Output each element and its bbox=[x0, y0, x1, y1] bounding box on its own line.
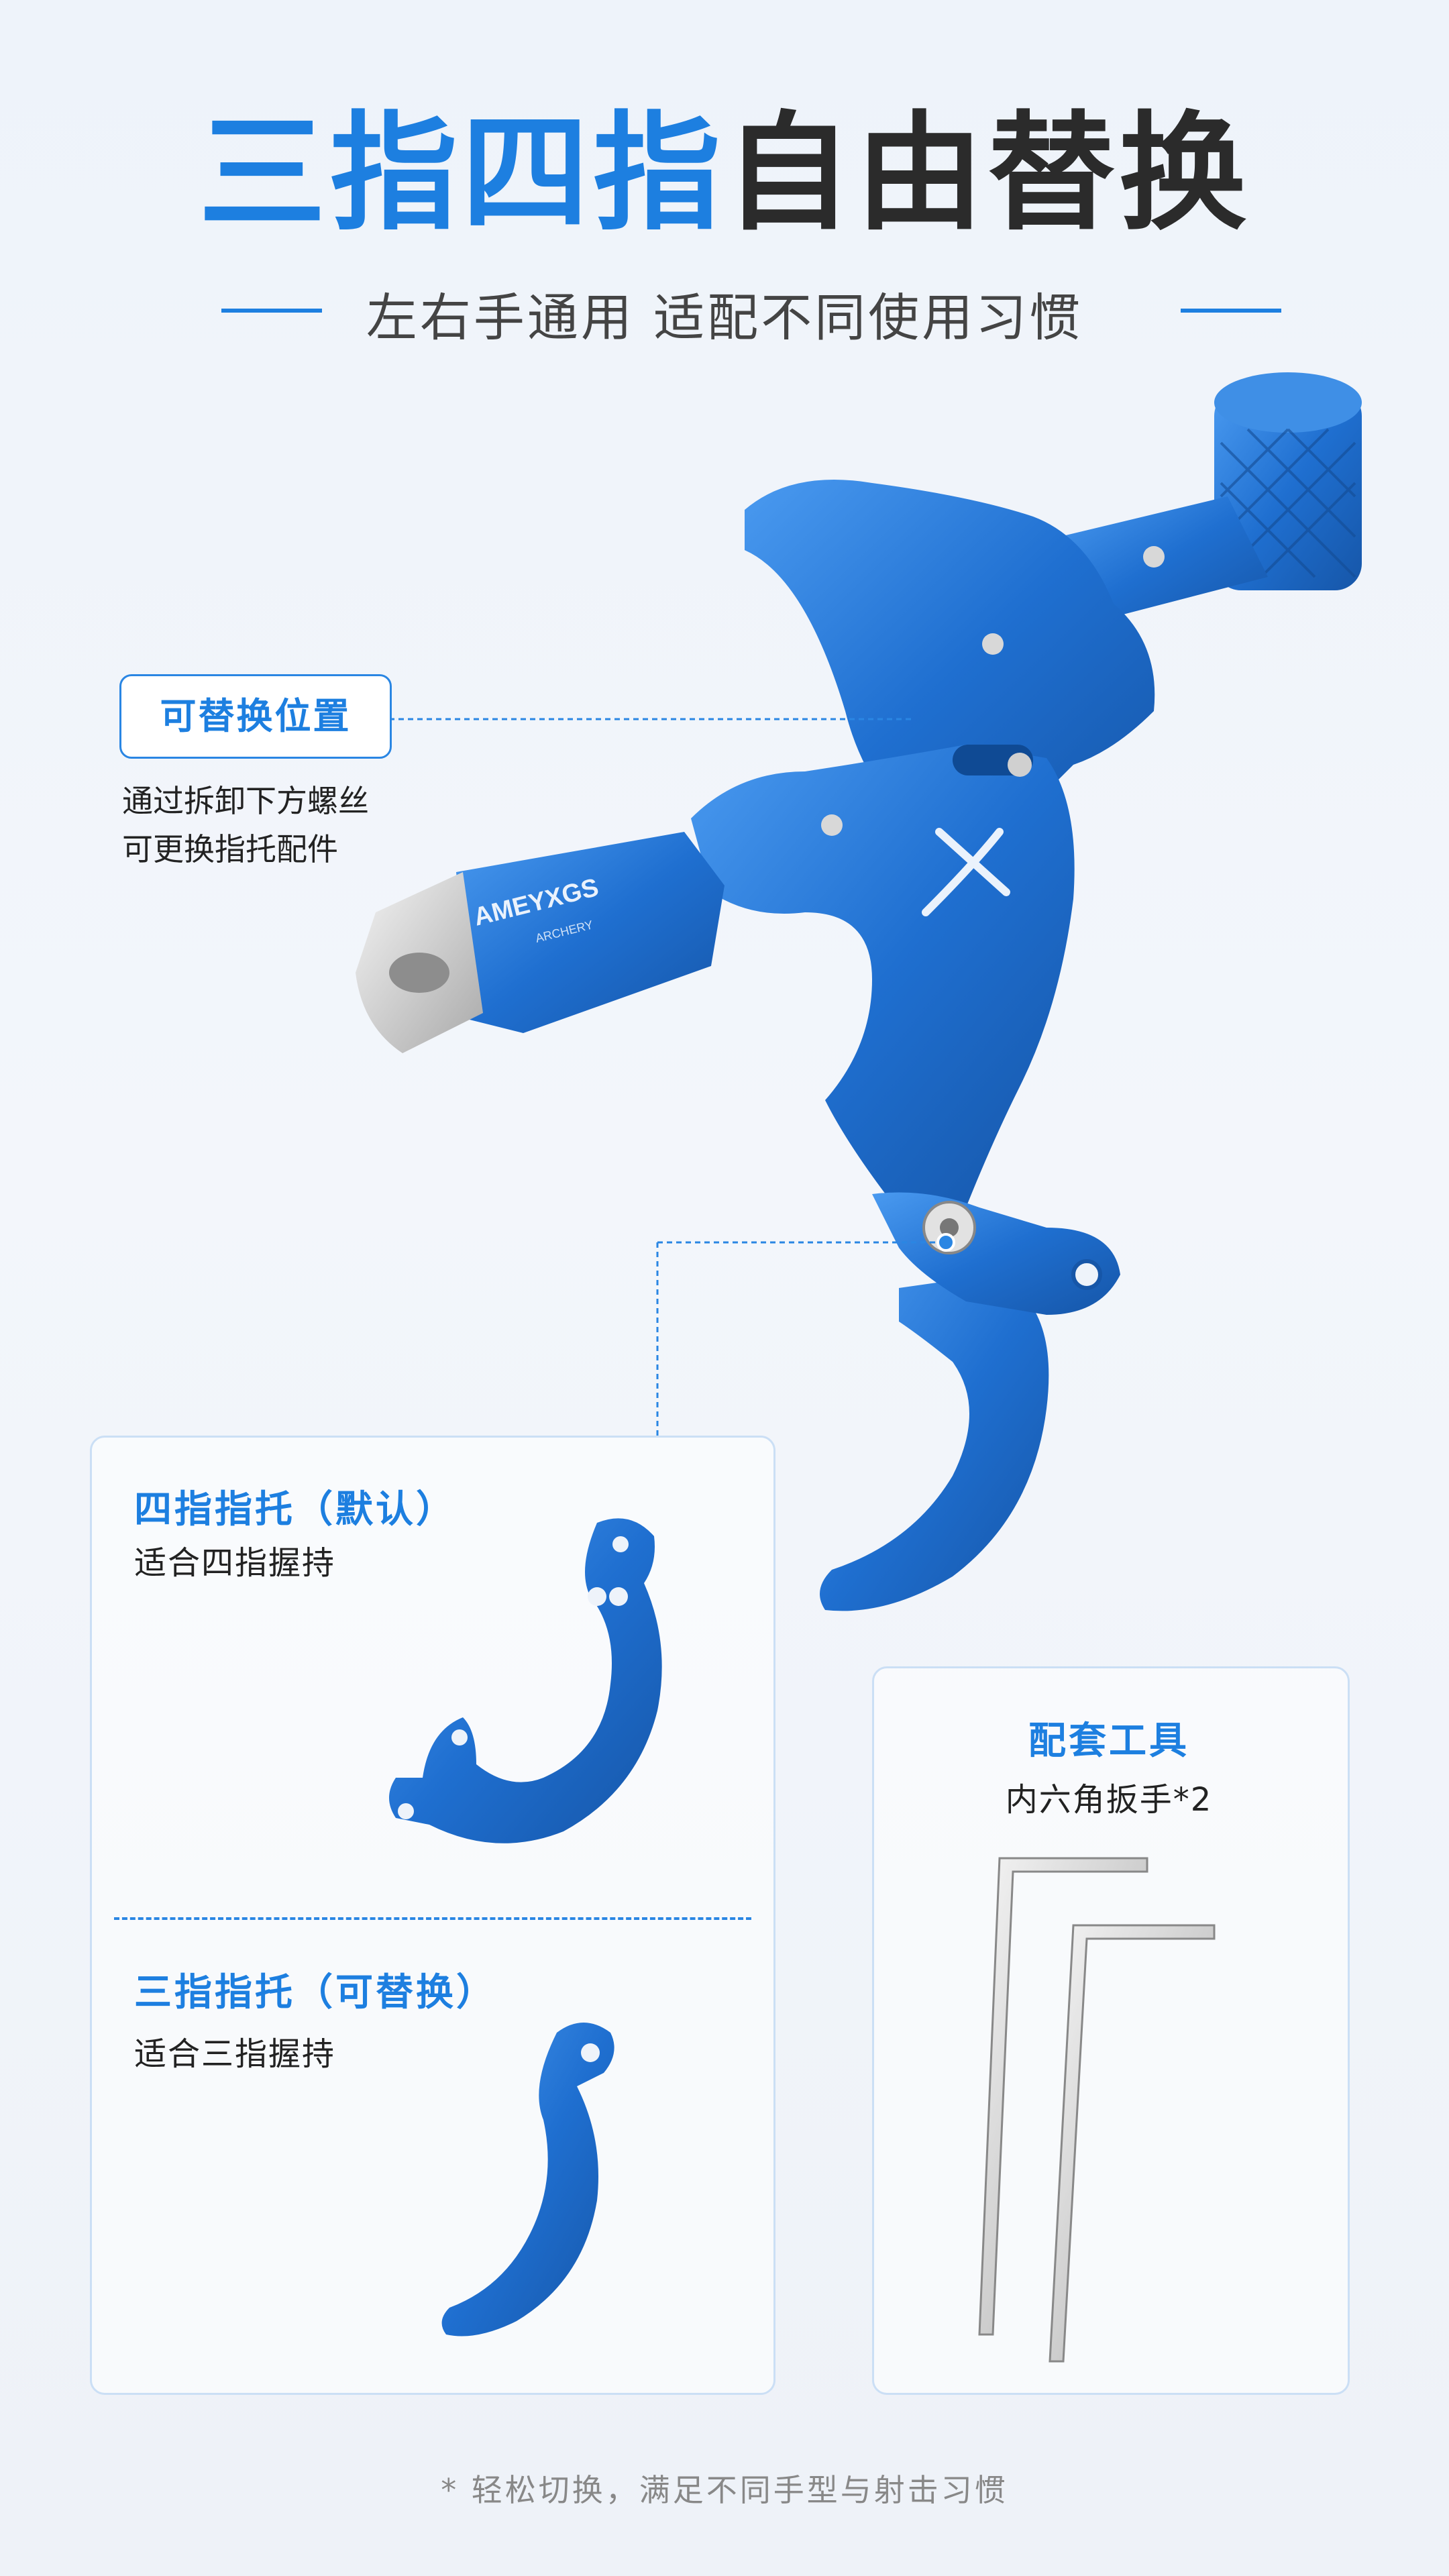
callout-desc-line1: 通过拆卸下方螺丝 bbox=[122, 783, 369, 819]
hook-hole bbox=[1071, 1259, 1102, 1290]
release-head bbox=[456, 832, 724, 1033]
jaw-opening bbox=[389, 953, 449, 993]
title-dark-part: 自由替换 bbox=[724, 99, 1251, 248]
tools-desc: 内六角扳手*2 bbox=[1005, 1781, 1213, 1819]
finger-hook bbox=[820, 1275, 1049, 1611]
finger-rest-panel bbox=[90, 1436, 775, 2395]
three-finger-title: 三指指托（可替换） bbox=[134, 1971, 496, 2015]
knurled-knob bbox=[1214, 372, 1362, 590]
page-subtitle: 左右手通用 适配不同使用习惯 bbox=[366, 288, 1083, 347]
three-finger-rest-image bbox=[441, 2023, 614, 2337]
body-screw bbox=[821, 814, 843, 836]
four-finger-desc: 适合四指握持 bbox=[134, 1544, 336, 1582]
subtitle-rule-left bbox=[221, 309, 322, 313]
release-aid-illustration: AMEYXGS ARCHERY bbox=[356, 372, 1362, 1611]
three-finger-desc: 适合三指握持 bbox=[134, 2035, 336, 2073]
callout-description: 通过拆卸下方螺丝 可更换指托配件 bbox=[122, 777, 369, 873]
title-blue-part: 三指四指 bbox=[198, 99, 724, 248]
panel-divider bbox=[114, 1917, 751, 1920]
callout-desc-line2: 可更换指托配件 bbox=[122, 831, 338, 867]
x-logo bbox=[922, 828, 1010, 916]
page-title: 三指四指自由替换 bbox=[0, 99, 1449, 248]
hex-wrench-image bbox=[978, 1857, 1216, 2363]
slot-screw bbox=[1008, 753, 1032, 777]
body-screw bbox=[982, 633, 1004, 655]
tools-panel bbox=[872, 1666, 1350, 2395]
subtitle-rule-right bbox=[1181, 309, 1281, 313]
arm-screw bbox=[1143, 546, 1165, 568]
tools-title: 配套工具 bbox=[1028, 1719, 1189, 1763]
footer-note: * 轻松切换，满足不同手型与射击习惯 bbox=[441, 2472, 1008, 2508]
four-finger-rest-image bbox=[389, 1518, 662, 1843]
four-finger-title: 四指指托（默认） bbox=[134, 1488, 456, 1532]
callout-lines bbox=[389, 718, 955, 1436]
replaceable-position-label: 可替换位置 bbox=[119, 674, 392, 759]
